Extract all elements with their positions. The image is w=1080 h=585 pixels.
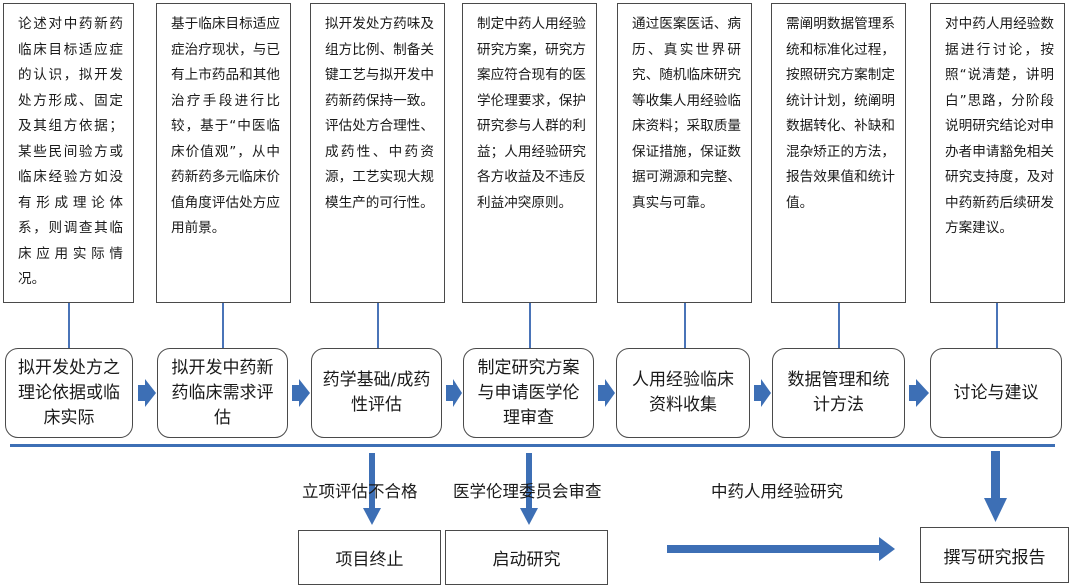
stage-label: 药学基础/成药性评估 <box>322 370 431 415</box>
stage-label: 讨论与建议 <box>953 382 1039 403</box>
outcome-label: 项目终止 <box>335 550 404 570</box>
connector-line <box>838 303 840 348</box>
right-arrow-icon <box>598 379 615 407</box>
connector-line <box>68 303 70 348</box>
stage-label: 人用经验临床资料收集 <box>632 370 734 415</box>
description-box-data-management: 需阐明数据管理系统和标准化过程，按照研究方案制定统计计划，统阐明数据转化、补缺和… <box>771 3 906 303</box>
down-arrow-icon <box>984 498 1007 522</box>
stage-data-statistics: 数据管理和统计方法 <box>772 348 905 438</box>
description-box-discussion: 对中药人用经验数据进行讨论，按照“说清楚，讲明白”思路，分阶段说明研究结论对申办… <box>930 3 1065 303</box>
stage-label: 制定研究方案与申请医学伦理审查 <box>477 357 580 428</box>
connector-line <box>222 303 224 348</box>
stage-label: 数据管理和统计方法 <box>787 370 890 415</box>
label-human-experience-research: 中药人用经验研究 <box>711 482 843 501</box>
outcome-write-report: 撰写研究报告 <box>920 527 1069 583</box>
right-arrow-icon <box>446 379 462 407</box>
stage-label: 拟开发处方之理论依据或临床实际 <box>18 357 120 428</box>
down-arrow-icon <box>363 508 381 525</box>
right-arrow-icon <box>909 379 929 407</box>
outcome-label: 启动研究 <box>492 550 561 570</box>
stage-discussion: 讨论与建议 <box>930 348 1062 438</box>
down-arrow-icon <box>520 508 538 525</box>
right-arrow-icon <box>754 379 771 407</box>
outcome-start-research: 启动研究 <box>445 530 608 585</box>
outcome-label: 撰写研究报告 <box>943 547 1046 568</box>
right-arrow-icon <box>138 379 156 407</box>
label-evaluation-failed: 立项评估不合格 <box>302 482 418 501</box>
description-box-clinical-need: 基于临床目标适应症治疗现状，与已有上市药品和其他治疗手段进行比较，基于“中医临床… <box>156 3 291 303</box>
connector-line <box>529 303 531 348</box>
connector-line <box>996 303 998 348</box>
stage-clinical-need: 拟开发中药新药临床需求评估 <box>157 348 288 438</box>
stage-theory-basis: 拟开发处方之理论依据或临床实际 <box>5 348 133 438</box>
stage-pharmacy-basis: 药学基础/成药性评估 <box>311 348 442 438</box>
right-arrow-shaft <box>667 545 881 553</box>
baseline-divider <box>10 444 1055 447</box>
stage-protocol-ethics: 制定研究方案与申请医学伦理审查 <box>463 348 594 438</box>
stage-data-collection: 人用经验临床资料收集 <box>616 348 750 438</box>
description-box-theory: 论述对中药新药临床目标适应症的认识，拟开发处方形成、固定及其组方依据；某些民间验… <box>3 3 134 303</box>
connector-line <box>684 303 686 348</box>
description-box-pharmacy: 拟开发处方药味及组方比例、制备关键工艺与拟开发中药新药保持一致。评估处方合理性、… <box>310 3 445 303</box>
label-ethics-review: 医学伦理委员会审查 <box>453 482 602 501</box>
description-box-protocol: 制定中药人用经验研究方案，研究方案应符合现有的医学伦理要求，保护研究参与人群的利… <box>462 3 597 303</box>
right-arrow-icon <box>292 379 310 407</box>
connector-line <box>377 303 379 348</box>
outcome-project-terminated: 项目终止 <box>298 530 441 585</box>
description-box-data-collection: 通过医案医话、病历、真实世界研究、随机临床研究等收集人用经验临床资料；采取质量保… <box>617 3 752 303</box>
right-arrow-icon <box>879 537 895 561</box>
down-arrow-shaft <box>991 451 1000 501</box>
down-arrow-shaft <box>526 453 532 511</box>
stage-label: 拟开发中药新药临床需求评估 <box>171 357 274 428</box>
down-arrow-shaft <box>369 453 375 511</box>
